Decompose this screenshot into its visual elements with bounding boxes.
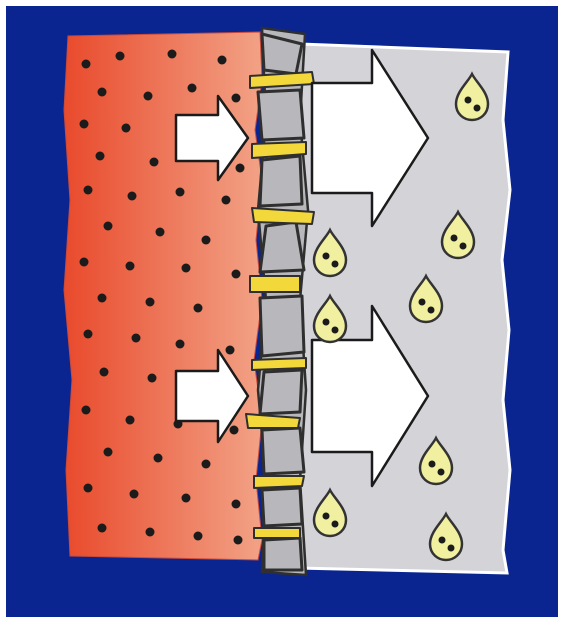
particle-dot-icon bbox=[98, 294, 107, 303]
wall-gap bbox=[250, 276, 300, 292]
particle-dot-icon bbox=[80, 120, 89, 129]
wall-gap bbox=[250, 72, 314, 88]
particle-dot-icon bbox=[439, 537, 446, 544]
wall-gap bbox=[252, 208, 314, 224]
wall-block bbox=[262, 428, 304, 474]
particle-dot-icon bbox=[148, 374, 157, 383]
wall-block bbox=[260, 296, 304, 356]
particle-dot-icon bbox=[144, 92, 153, 101]
particle-dot-icon bbox=[84, 330, 93, 339]
particle-dot-icon bbox=[80, 258, 89, 267]
particle-dot-icon bbox=[168, 50, 177, 59]
particle-dot-icon bbox=[188, 84, 197, 93]
particle-dot-icon bbox=[419, 299, 426, 306]
wall-gap bbox=[254, 476, 304, 488]
wall-block bbox=[262, 488, 302, 526]
particle-dot-icon bbox=[84, 186, 93, 195]
particle-dot-icon bbox=[182, 494, 191, 503]
particle-dot-icon bbox=[100, 368, 109, 377]
particle-dot-icon bbox=[104, 222, 113, 231]
particle-dot-icon bbox=[232, 270, 241, 279]
particle-dot-icon bbox=[146, 298, 155, 307]
wall-blocks bbox=[258, 34, 304, 570]
particle-dot-icon bbox=[460, 243, 467, 250]
particle-dot-icon bbox=[226, 346, 235, 355]
particle-dot-icon bbox=[218, 56, 227, 65]
particle-dot-icon bbox=[146, 528, 155, 537]
particle-dot-icon bbox=[202, 460, 211, 469]
particle-dot-icon bbox=[438, 469, 445, 476]
particle-dot-icon bbox=[130, 490, 139, 499]
particle-dot-icon bbox=[451, 235, 458, 242]
particle-dot-icon bbox=[429, 461, 436, 468]
particle-dot-icon bbox=[474, 105, 481, 112]
particle-dot-icon bbox=[236, 164, 245, 173]
wall-block bbox=[260, 222, 304, 272]
particle-dot-icon bbox=[323, 319, 330, 326]
particle-dot-icon bbox=[428, 307, 435, 314]
wall-gap bbox=[252, 142, 306, 158]
wall-block bbox=[260, 370, 302, 414]
particle-dot-icon bbox=[176, 188, 185, 197]
particle-dot-icon bbox=[194, 532, 203, 541]
particle-dot-icon bbox=[332, 261, 339, 268]
wall-gap bbox=[254, 528, 300, 538]
particle-dot-icon bbox=[98, 524, 107, 533]
particle-dot-icon bbox=[156, 228, 165, 237]
wall-gap bbox=[252, 358, 306, 370]
wall-block bbox=[260, 156, 302, 206]
particle-dot-icon bbox=[132, 334, 141, 343]
particle-dot-icon bbox=[150, 158, 159, 167]
particle-dot-icon bbox=[126, 262, 135, 271]
particle-dot-icon bbox=[82, 60, 91, 69]
particle-dot-icon bbox=[332, 327, 339, 334]
particle-dot-icon bbox=[84, 484, 93, 493]
particle-dot-icon bbox=[82, 406, 91, 415]
particle-dot-icon bbox=[448, 545, 455, 552]
particle-dot-icon bbox=[116, 52, 125, 61]
particle-dot-icon bbox=[323, 253, 330, 260]
particle-dot-icon bbox=[126, 416, 135, 425]
particle-dot-icon bbox=[182, 264, 191, 273]
particle-dot-icon bbox=[202, 236, 211, 245]
particle-dot-icon bbox=[96, 152, 105, 161]
wall-block bbox=[258, 90, 304, 140]
hot-side-region bbox=[64, 32, 262, 560]
particle-dot-icon bbox=[128, 192, 137, 201]
particle-dot-icon bbox=[154, 454, 163, 463]
particle-dot-icon bbox=[176, 340, 185, 349]
particle-dot-icon bbox=[104, 448, 113, 457]
wall-block bbox=[264, 538, 302, 570]
particle-dot-icon bbox=[465, 97, 472, 104]
particle-dot-icon bbox=[194, 304, 203, 313]
particle-dot-icon bbox=[230, 426, 239, 435]
particle-dot-icon bbox=[98, 88, 107, 97]
particle-dot-icon bbox=[323, 513, 330, 520]
particle-dot-icon bbox=[232, 500, 241, 509]
particle-dot-icon bbox=[122, 124, 131, 133]
particle-dot-icon bbox=[222, 196, 231, 205]
particle-dot-icon bbox=[232, 94, 241, 103]
particle-dot-icon bbox=[234, 536, 243, 545]
particle-dot-icon bbox=[332, 521, 339, 528]
